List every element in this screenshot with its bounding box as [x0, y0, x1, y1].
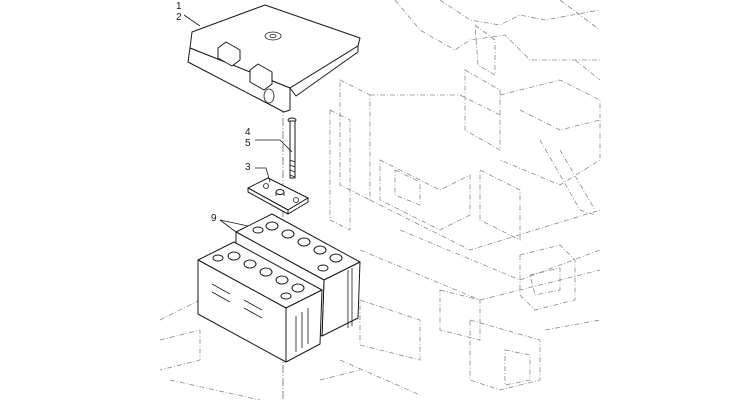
callout-4: 4	[245, 127, 251, 138]
battery-cover	[187, 4, 361, 113]
callout-3: 3	[245, 162, 251, 173]
callout-1: 1	[176, 1, 182, 12]
machine-frame-outline	[159, 0, 601, 400]
callout-2: 2	[176, 12, 182, 23]
callout-5: 5	[245, 138, 251, 149]
callout-9: 9	[211, 213, 217, 224]
battery-front	[197, 241, 323, 363]
hold-down-bolt	[287, 117, 297, 179]
leader-lines	[183, 14, 293, 233]
battery-clamp	[247, 177, 309, 215]
